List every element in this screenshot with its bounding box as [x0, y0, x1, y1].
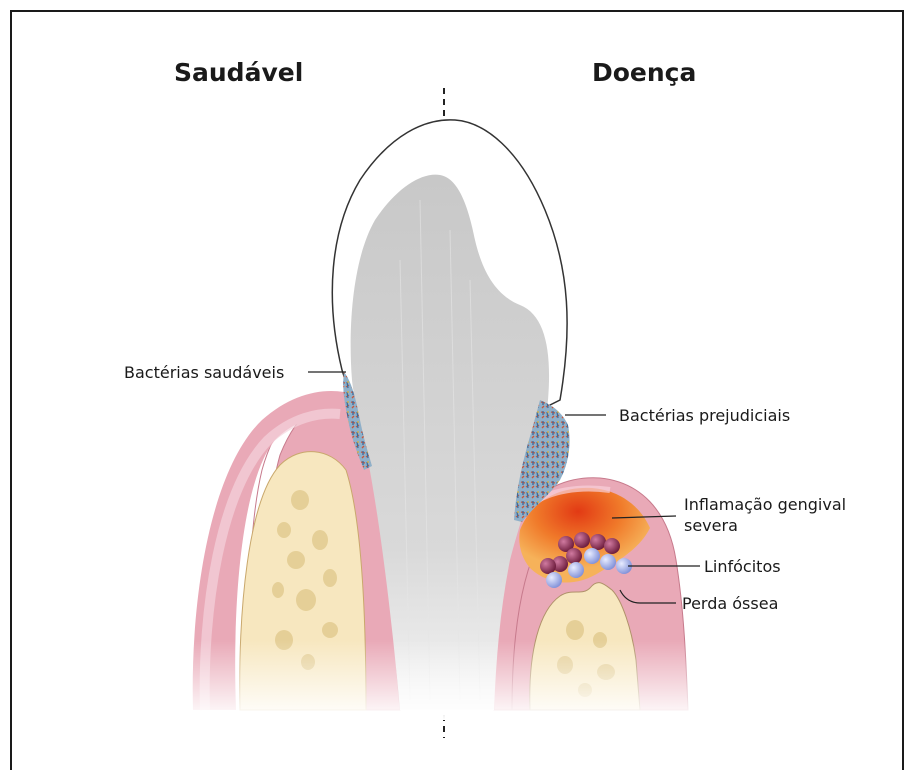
bone-pore — [291, 490, 309, 510]
label-inflammation-line1: Inflamação gengival — [684, 494, 846, 515]
label-lymphocytes: Linfócitos — [704, 556, 781, 577]
title-healthy: Saudável — [174, 58, 303, 87]
label-inflammation-line2: severa — [684, 515, 738, 536]
label-bone-loss: Perda óssea — [682, 593, 778, 614]
title-disease: Doença — [592, 58, 696, 87]
label-harmful-bacteria: Bactérias prejudiciais — [619, 405, 790, 426]
label-healthy-bacteria: Bactérias saudáveis — [124, 362, 284, 383]
